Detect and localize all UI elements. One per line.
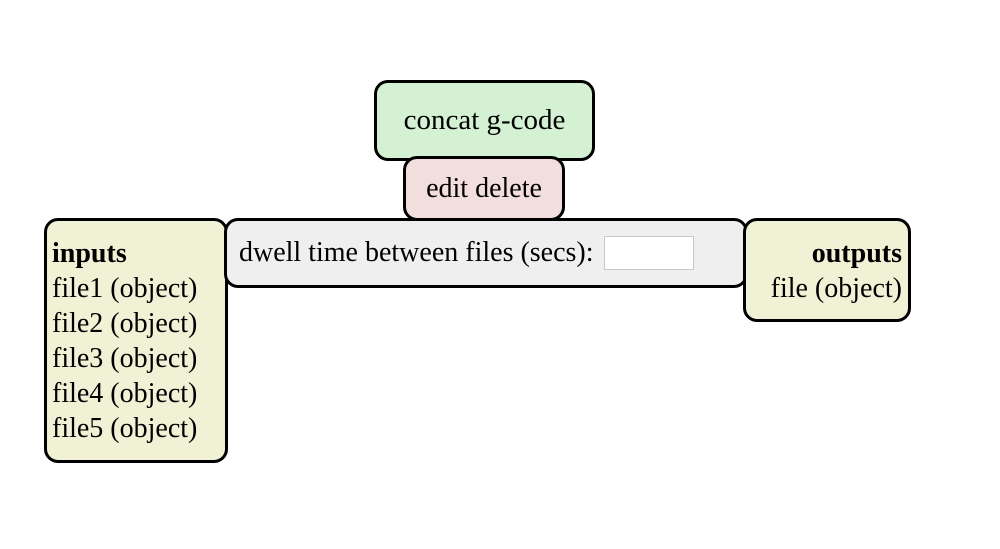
input-port-file1[interactable]: file1 (object): [52, 273, 198, 304]
output-port-file[interactable]: file (object): [770, 273, 902, 304]
input-port-file3[interactable]: file3 (object): [52, 343, 198, 374]
inputs-heading: inputs: [52, 238, 127, 269]
input-port-file5[interactable]: file5 (object): [52, 413, 198, 444]
dwell-time-label: dwell time between files (secs):: [239, 237, 594, 268]
outputs-panel: outputs file (object): [743, 218, 911, 322]
parameters-panel: dwell time between files (secs):: [224, 218, 748, 288]
input-port-file2[interactable]: file2 (object): [52, 308, 198, 339]
dwell-time-input[interactable]: [603, 236, 694, 270]
outputs-heading: outputs: [811, 238, 902, 269]
edit-link[interactable]: edit: [426, 172, 469, 204]
input-port-file4[interactable]: file4 (object): [52, 378, 198, 409]
inputs-panel: inputs file1 (object) file2 (object) fil…: [44, 218, 228, 463]
module-actions: edit delete: [403, 156, 565, 221]
module-title[interactable]: concat g-code: [374, 80, 595, 161]
delete-link[interactable]: delete: [475, 172, 542, 204]
module-title-label: concat g-code: [403, 104, 566, 136]
